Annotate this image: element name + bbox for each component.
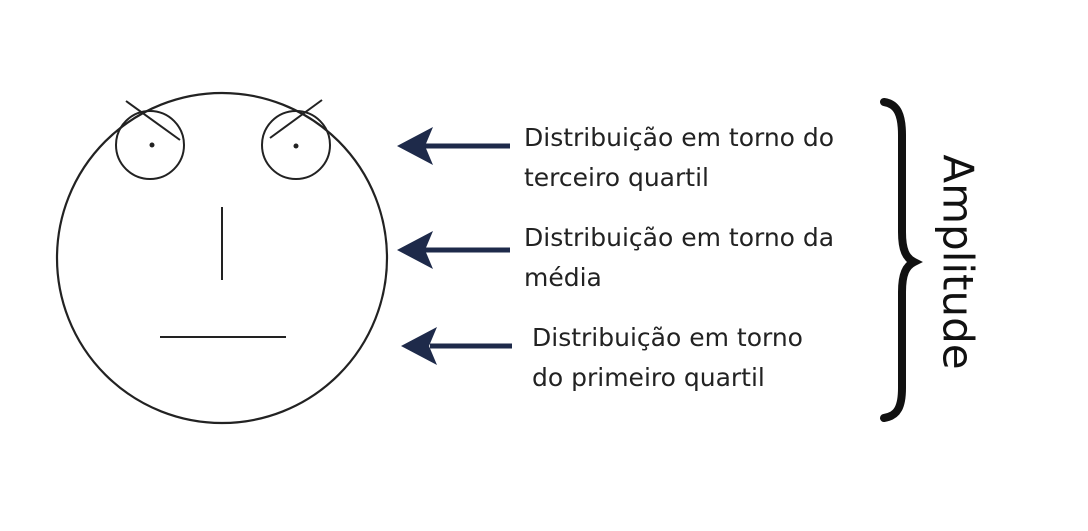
face-outline — [55, 91, 389, 425]
annotation-first-quartil-line2: do primeiro quartil — [532, 363, 765, 392]
annotation-first-quartil-line1: Distribuição em torno — [532, 323, 803, 352]
annotation-media: Distribuição em torno da média — [524, 218, 834, 298]
annotation-third-quartil-line2: terceiro quartil — [524, 163, 709, 192]
left-eye — [115, 110, 185, 180]
right-eyebrow — [269, 99, 323, 139]
annotation-media-line1: Distribuição em torno da — [524, 223, 835, 252]
arrow-media — [397, 231, 510, 269]
annotation-media-line2: média — [524, 263, 602, 292]
right-eye — [261, 110, 331, 180]
right-pupil — [293, 143, 299, 149]
arrow-third-quartil — [397, 127, 510, 165]
left-eyebrow — [125, 100, 181, 141]
annotation-first-quartil: Distribuição em torno do primeiro quarti… — [532, 318, 803, 398]
range-label: Amplitude — [933, 154, 983, 370]
left-pupil — [149, 142, 155, 148]
annotation-third-quartil-line1: Distribuição em torno do — [524, 123, 835, 152]
arrow-first-quartil — [401, 327, 512, 365]
range-brace — [880, 98, 923, 422]
annotation-third-quartil: Distribuição em torno do terceiro quarti… — [524, 118, 834, 198]
